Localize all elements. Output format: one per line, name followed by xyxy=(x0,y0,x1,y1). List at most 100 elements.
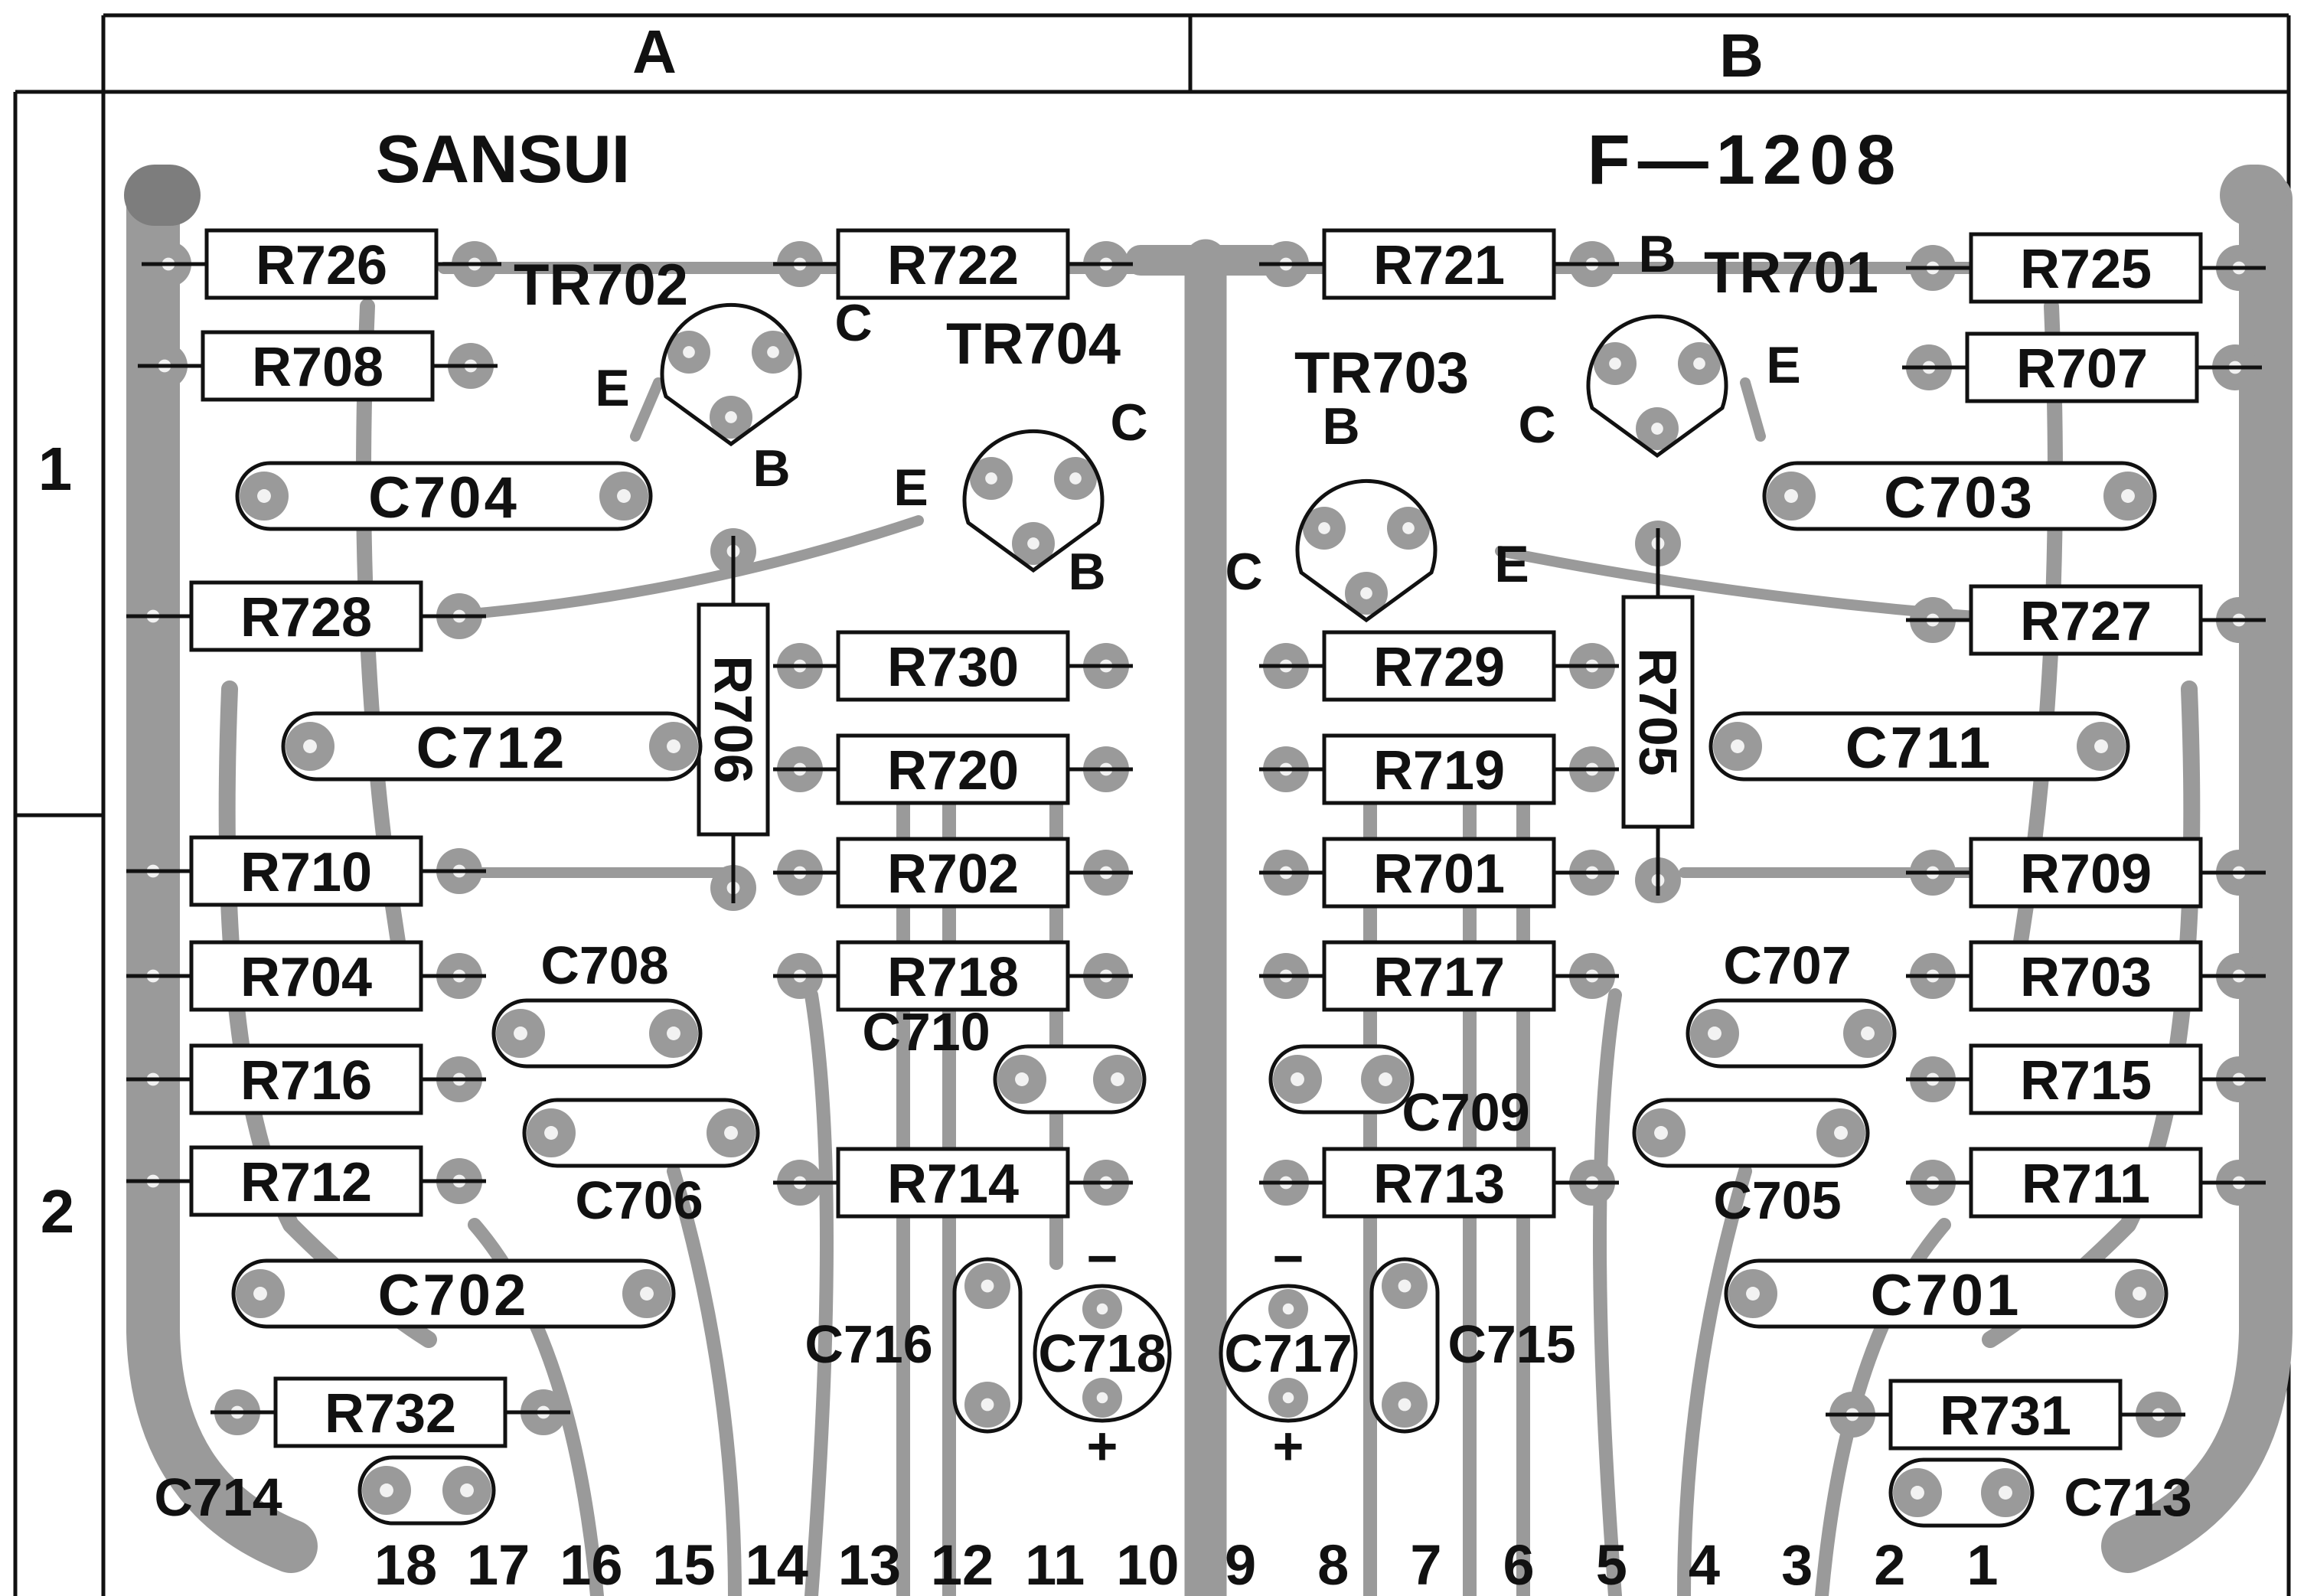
capacitor-c717: C717−+ xyxy=(1219,1229,1358,1476)
resistor-r730: R730 xyxy=(773,630,1133,702)
resistor-body xyxy=(1969,584,2203,656)
resistor-label: R725 xyxy=(2020,239,2152,300)
pad-hole xyxy=(1379,1072,1392,1086)
resistor-r701: R701 xyxy=(1259,837,1619,909)
pad-hole xyxy=(380,1483,393,1497)
resistor-r702: R702 xyxy=(773,837,1133,909)
resistor-label: R711 xyxy=(2022,1154,2150,1215)
pad-hole xyxy=(1111,1072,1124,1086)
resistor-r710: R710 xyxy=(126,835,486,907)
pad-hole xyxy=(1291,1072,1304,1086)
minus-polarity: − xyxy=(1087,1229,1118,1288)
resistor-label: R728 xyxy=(240,587,372,648)
resistor-r703: R703 xyxy=(1906,940,2266,1012)
resistor-label: R702 xyxy=(887,844,1019,905)
resistor-label: R722 xyxy=(887,235,1019,296)
capacitor-c712: C712 xyxy=(281,711,703,782)
board-brand: SANSUI xyxy=(376,121,631,197)
resistor-body xyxy=(836,630,1070,702)
pad-hole xyxy=(617,489,631,503)
resistor-label: R717 xyxy=(1373,947,1505,1008)
resistor-body xyxy=(1969,232,2203,304)
capacitor-body xyxy=(231,1258,676,1329)
transistor-pin-letter: B xyxy=(1322,397,1359,455)
pad-hole xyxy=(1282,1303,1294,1315)
terminal-number: 15 xyxy=(652,1533,715,1596)
terminal-number: 18 xyxy=(374,1533,437,1596)
transistor-tr701: TR701 xyxy=(1586,240,1878,459)
resistor-body xyxy=(204,228,439,300)
resistor-r719: R719 xyxy=(1259,733,1619,805)
capacitor-body xyxy=(952,1257,1023,1434)
capacitor-c713 xyxy=(1888,1457,2035,1528)
pad-hole xyxy=(1834,1126,1848,1140)
resistor-r715: R715 xyxy=(1906,1043,2266,1115)
pad-hole xyxy=(1096,1303,1108,1315)
grid-column-b: B xyxy=(1719,21,1764,90)
capacitor-body xyxy=(235,461,653,531)
resistor-body xyxy=(1969,1043,2203,1115)
electrolytic-label: C717 xyxy=(1224,1323,1352,1383)
resistor-body xyxy=(1322,837,1556,909)
pad-hole xyxy=(514,1026,527,1040)
terminal-number: 11 xyxy=(1025,1533,1085,1596)
capacitor-label: C711 xyxy=(1845,716,1994,781)
pad-hole xyxy=(1069,472,1082,485)
capacitor-c718: C718−+ xyxy=(1033,1229,1172,1476)
transistor-pin-letter: E xyxy=(893,459,928,517)
capacitor-c706 xyxy=(522,1098,760,1168)
resistor-r718: R718 xyxy=(773,940,1133,1012)
pad-hole xyxy=(1911,1486,1924,1500)
terminal-number: 10 xyxy=(1116,1533,1179,1596)
resistor-label: R732 xyxy=(325,1383,456,1444)
capacitor-label-c709: C709 xyxy=(1402,1082,1529,1142)
resistor-r711: R711 xyxy=(1906,1147,2266,1219)
capacitor-label-c715: C715 xyxy=(1447,1314,1575,1374)
resistor-body xyxy=(189,940,423,1012)
capacitor-label-c710: C710 xyxy=(862,1002,990,1062)
electrolytic-body xyxy=(1219,1284,1358,1423)
resistor-r714: R714 xyxy=(773,1147,1133,1219)
resistor-r732: R732 xyxy=(210,1376,570,1448)
pad-hole xyxy=(767,346,779,358)
resistor-body xyxy=(1322,228,1556,300)
capacitor-label-c707: C707 xyxy=(1723,935,1851,995)
resistor-label: R730 xyxy=(887,637,1019,698)
capacitor-label-c714: C714 xyxy=(154,1467,282,1527)
resistor-label: R720 xyxy=(887,740,1019,801)
resistor-body xyxy=(836,837,1070,909)
resistor-label: R727 xyxy=(2020,591,2152,652)
terminal-number: 7 xyxy=(1410,1533,1441,1596)
grid-row-1: 1 xyxy=(38,435,73,503)
capacitor-body xyxy=(1708,711,2130,782)
resistor-r717: R717 xyxy=(1259,940,1619,1012)
capacitor-label-c705: C705 xyxy=(1713,1170,1841,1230)
pad-hole xyxy=(985,472,997,485)
transistor-pin-letter: B xyxy=(1068,543,1105,601)
pad-hole xyxy=(303,739,317,753)
board-model: F—1208 xyxy=(1588,121,1904,199)
resistor-body xyxy=(1969,1147,2203,1219)
resistor-r713: R713 xyxy=(1259,1147,1619,1219)
resistor-r712: R712 xyxy=(126,1145,486,1217)
transistor-tr704: TR704 xyxy=(946,312,1121,573)
vertical-capacitor xyxy=(952,1257,1023,1434)
capacitor-c703: C703 xyxy=(1762,461,2157,531)
resistor-body xyxy=(697,602,770,837)
terminal-number: 2 xyxy=(1874,1533,1905,1596)
transistor-outline xyxy=(962,429,1105,573)
capacitor-label-c716: C716 xyxy=(804,1314,932,1374)
transistor-pin-letter: B xyxy=(752,439,790,498)
grid-column-a: A xyxy=(632,18,677,86)
transistor-label: TR701 xyxy=(1704,240,1878,305)
rail-cap-left xyxy=(124,165,201,226)
capacitor-label: C701 xyxy=(1871,1263,2022,1328)
transistor-outline xyxy=(1295,478,1438,623)
resistor-label: R703 xyxy=(2020,947,2152,1008)
resistor-label: R707 xyxy=(2016,338,2148,400)
capacitor-c708 xyxy=(491,998,703,1069)
transistor-pin-letter: B xyxy=(1638,225,1676,283)
